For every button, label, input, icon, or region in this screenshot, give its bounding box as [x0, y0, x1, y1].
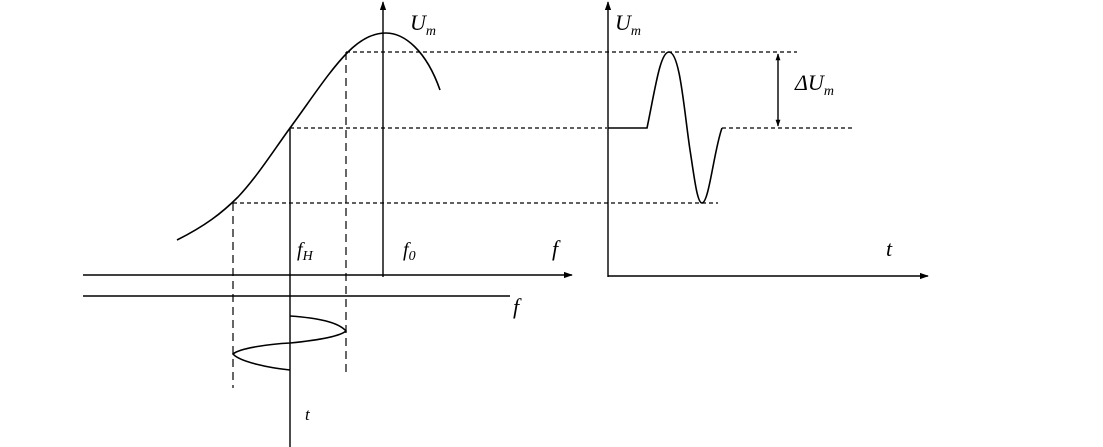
- fm-waveform: [231, 315, 348, 371]
- guide-lines: [233, 51, 852, 204]
- fh-label: fH: [297, 239, 314, 264]
- left-plot: Um fH f0 f f t: [83, 1, 573, 447]
- left-t-label: t: [305, 405, 311, 424]
- left-um-label: Um: [410, 10, 436, 39]
- right-plot: Um ΔUm t: [604, 1, 929, 280]
- resonance-curve: [176, 32, 441, 241]
- right-um-label: Um: [615, 10, 641, 39]
- left-f-axis-label: f: [552, 236, 561, 261]
- am-waveform: [608, 51, 723, 204]
- second-f-label: f: [513, 294, 522, 319]
- delta-um-label: ΔUm: [794, 70, 834, 99]
- right-t-label: t: [886, 236, 893, 261]
- f0-label: f0: [403, 239, 416, 264]
